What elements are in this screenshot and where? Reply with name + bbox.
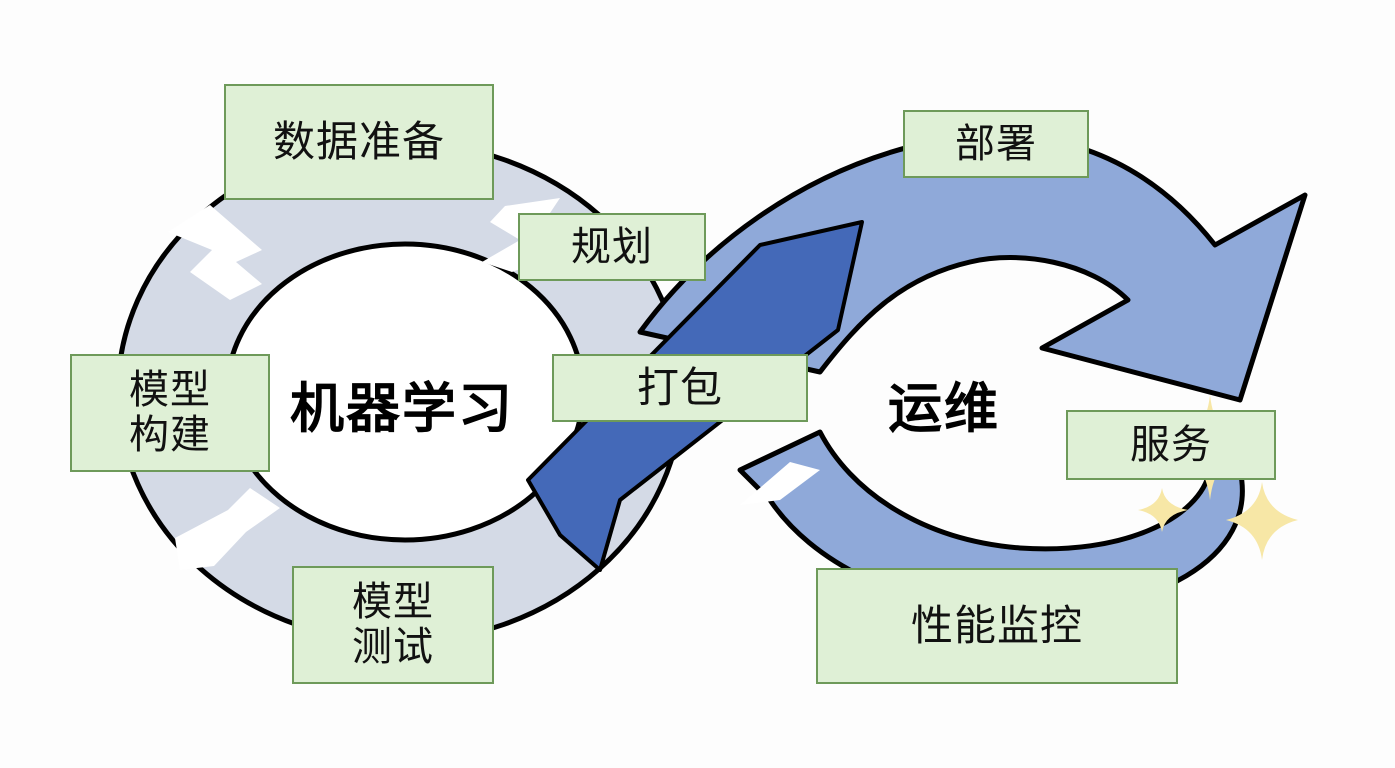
stage-label-model-build: 模型构建 — [129, 367, 211, 458]
stage-box-model-build: 模型构建 — [70, 354, 270, 472]
stage-box-serving: 服务 — [1066, 410, 1276, 480]
stage-box-data-prep: 数据准备 — [224, 84, 494, 200]
stage-box-monitoring: 性能监控 — [816, 568, 1178, 684]
machine-learning-label: 机器学习 — [290, 377, 514, 440]
stage-box-model-test: 模型测试 — [292, 566, 494, 684]
stage-label-monitoring: 性能监控 — [910, 601, 1083, 651]
stage-label-planning: 规划 — [571, 223, 653, 270]
stage-box-planning: 规划 — [518, 213, 706, 281]
stage-label-packaging: 打包 — [636, 363, 723, 413]
stage-label-data-prep: 数据准备 — [272, 117, 445, 167]
stage-label-deploy: 部署 — [955, 120, 1037, 167]
stage-box-deploy: 部署 — [903, 110, 1089, 178]
operations-label: 运维 — [888, 377, 1000, 440]
stage-label-serving: 服务 — [1130, 421, 1212, 468]
stage-box-packaging: 打包 — [552, 354, 808, 422]
stage-label-model-test: 模型测试 — [352, 579, 434, 670]
